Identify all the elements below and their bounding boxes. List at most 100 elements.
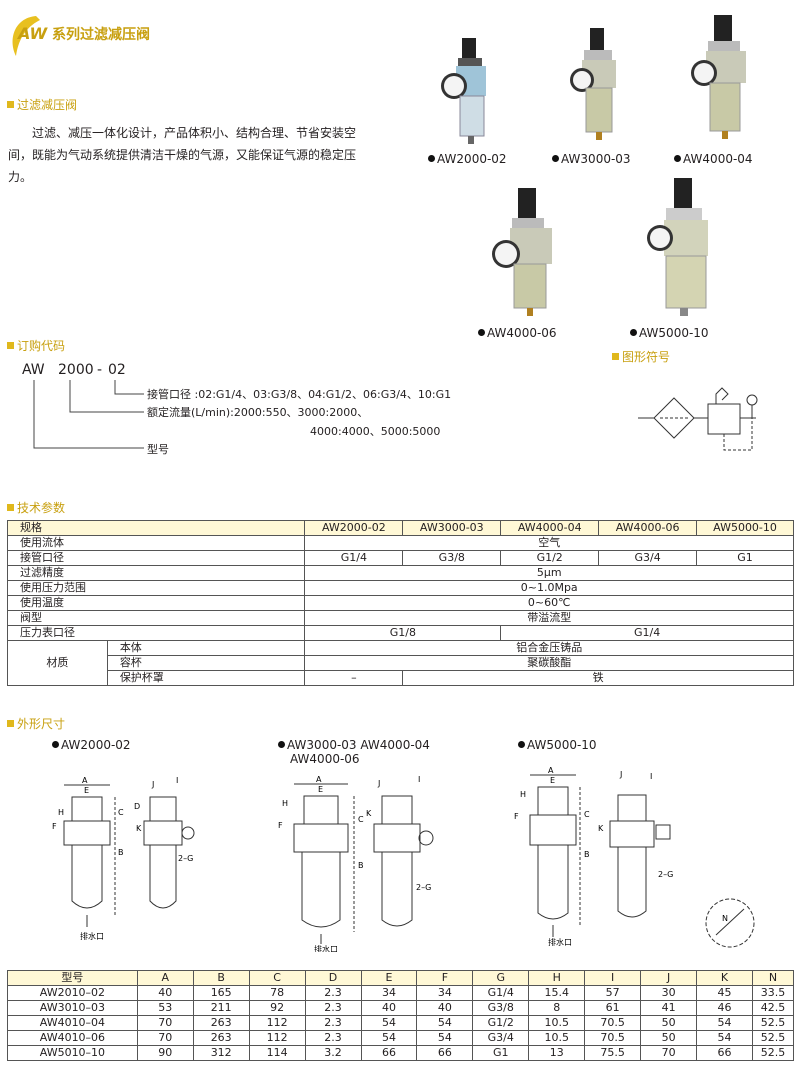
spec-header-cell: AW4000-06: [598, 520, 698, 536]
square-bullet-icon: [612, 353, 619, 360]
dimension-header-cell: E: [360, 970, 418, 986]
product-caption-2: AW3000-03: [552, 152, 631, 166]
dim-letter: E: [550, 776, 555, 785]
order-flow-desc-2: 4000:4000、5000:5000: [310, 425, 441, 438]
dimension-cell: 66: [696, 1045, 753, 1061]
dimension-header-cell: D: [304, 970, 362, 986]
spec-label: 容杯: [106, 655, 306, 671]
dim-letter: F: [52, 822, 57, 831]
dimension-cell: 57: [584, 985, 642, 1001]
spec-label: 接管口径: [6, 550, 306, 566]
outline-drawing-aw2000: A B C D E F H I J K 2–G 排水口: [52, 776, 195, 941]
dimension-cell: 2.3: [304, 1030, 362, 1046]
dimension-cell: 70: [640, 1045, 698, 1061]
dimension-cell: 15.4: [528, 985, 586, 1001]
dimension-cell: 112: [248, 1015, 306, 1031]
dimension-header-cell: N: [751, 970, 795, 986]
spec-value: 5μm: [304, 565, 794, 581]
dimension-cell: 112: [248, 1030, 306, 1046]
spec-row-pressure: 使用压力范围 0~1.0Mpa: [6, 580, 794, 596]
section-intro-title: 过滤减压阀: [7, 96, 77, 113]
square-bullet-icon: [7, 101, 14, 108]
dimension-cell: G1/2: [472, 1015, 530, 1031]
dimension-cell: 2.3: [304, 1015, 362, 1031]
product-caption-1: AW2000-02: [428, 152, 507, 166]
dimension-cell: 165: [192, 985, 250, 1001]
spec-value: G1: [696, 550, 794, 566]
dim-letter: I: [650, 772, 652, 781]
dimension-cell: 70.5: [584, 1030, 642, 1046]
dim-letter: F: [514, 812, 519, 821]
square-bullet-icon: [7, 720, 14, 727]
title-badge: AW: [18, 24, 48, 43]
spec-row-filter: 过滤精度 5μm: [6, 565, 794, 581]
dimension-cell: 70: [136, 1015, 194, 1031]
dimension-cell: 40: [136, 985, 194, 1001]
spec-value: 聚碳酸酯: [304, 655, 794, 671]
spec-label: 使用流体: [6, 535, 306, 551]
spec-header-cell: AW4000-04: [500, 520, 600, 536]
dimension-header-cell: H: [528, 970, 586, 986]
dim-letter: A: [82, 776, 88, 785]
dimension-header-cell: B: [192, 970, 250, 986]
dimension-cell: 34: [416, 985, 474, 1001]
dimension-cell: 45: [696, 985, 753, 1001]
section-symbol-title: 图形符号: [612, 348, 670, 365]
dimension-cell: G1/4: [472, 985, 530, 1001]
spec-label: 过滤精度: [6, 565, 306, 581]
dimension-cell: 52.5: [751, 1045, 795, 1061]
dimension-header-cell: G: [472, 970, 530, 986]
outline-caption-3: AW4000-06: [290, 752, 360, 766]
dimension-cell: 53: [136, 1000, 194, 1016]
dimension-header-cell: 型号: [7, 970, 138, 986]
spec-label: 材质: [7, 640, 108, 686]
dimension-cell: G3/4: [472, 1030, 530, 1046]
order-code-flow: 2000: [58, 362, 94, 378]
outline-caption-2: AW3000-03 AW4000-04: [278, 738, 430, 752]
dim-letter: J: [619, 770, 622, 779]
dimension-header-cell: A: [136, 970, 194, 986]
dimension-cell: 30: [640, 985, 698, 1001]
spec-header-cell: AW5000-10: [696, 520, 794, 536]
dimension-cell: 263: [192, 1015, 250, 1031]
outline-drawing-aw3000: A B C E F H I J K 2–G 排水口: [278, 775, 434, 952]
spec-value: 空气: [304, 535, 794, 551]
dimension-cell: G1: [472, 1045, 530, 1061]
dimension-cell: AW4010–04: [7, 1015, 138, 1031]
dim-letter: I: [418, 775, 420, 784]
dim-letter: J: [377, 779, 380, 788]
dimension-cell: 52.5: [751, 1015, 795, 1031]
port-note: 2–G: [416, 883, 431, 892]
product-image-aw2000: [441, 38, 486, 144]
dimension-cell: 52.5: [751, 1030, 795, 1046]
dimension-cell: 54: [360, 1030, 418, 1046]
spec-header-cell: AW3000-03: [402, 520, 502, 536]
dimension-header-cell: C: [248, 970, 306, 986]
dimension-header-cell: F: [416, 970, 474, 986]
dimension-cell: AW2010–02: [7, 985, 138, 1001]
product-image-aw4000-06: [492, 188, 552, 316]
dimension-cell: 70: [136, 1030, 194, 1046]
intro-text: 过滤、减压一体化设计，产品体积小、结构合理、节省安装空间，既能为气动系统提供清洁…: [8, 126, 357, 184]
page-title: AW 系列过滤减压阀: [18, 24, 150, 44]
dimension-cell: 54: [696, 1015, 753, 1031]
panel-cutout-drawing: N: [705, 898, 755, 948]
dimension-cell: 61: [584, 1000, 642, 1016]
spec-table: 规格 AW2000-02 AW3000-03 AW4000-04 AW4000-…: [6, 520, 794, 686]
bullet-dot-icon: [630, 329, 637, 336]
dimension-cell: 40: [416, 1000, 474, 1016]
spec-value: G1/4: [304, 550, 404, 566]
dimension-cell: 41: [640, 1000, 698, 1016]
dim-letter: H: [520, 790, 526, 799]
dimension-cell: 54: [360, 1015, 418, 1031]
dimension-cell: 34: [360, 985, 418, 1001]
dimension-cell: 78: [248, 985, 306, 1001]
product-image-aw3000: [570, 28, 616, 140]
spec-value: 带溢流型: [304, 610, 794, 626]
spec-value: 0~60℃: [304, 595, 794, 611]
dim-letter: C: [358, 815, 364, 824]
dimension-cell: 263: [192, 1030, 250, 1046]
